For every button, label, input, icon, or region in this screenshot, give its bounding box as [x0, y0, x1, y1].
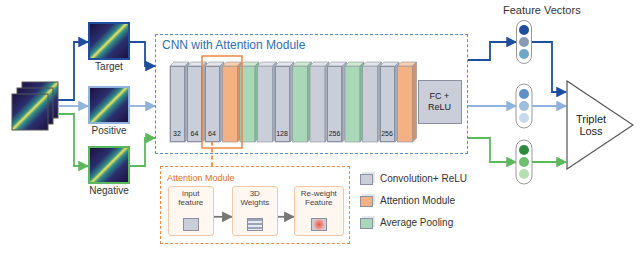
vector-dot — [519, 25, 529, 35]
legend-row: Average Pooling — [360, 216, 453, 230]
connector — [130, 138, 155, 166]
connector — [532, 42, 566, 92]
image-node: Negative — [88, 146, 130, 200]
image-node: Target — [88, 22, 130, 76]
feature-vector — [516, 140, 532, 184]
legend-text: Attention Module — [380, 195, 455, 207]
vector-dot — [519, 37, 529, 47]
vector-heading: Feature Vectors — [503, 4, 581, 17]
conv-layer: 32 — [170, 66, 185, 142]
legend-text: Average Pooling — [380, 217, 453, 229]
image-label: Positive — [78, 124, 140, 138]
module-box: Attention Module input feature 3D Weights R… — [160, 166, 350, 244]
step-icon — [247, 218, 263, 231]
slab-front — [188, 66, 203, 142]
slab-front — [363, 66, 378, 142]
branch-line — [58, 42, 88, 100]
channel-number: 64 — [208, 130, 216, 138]
slab-front — [310, 66, 325, 142]
step-label: input feature — [171, 189, 211, 207]
slab-front — [275, 66, 290, 142]
connector — [468, 42, 516, 60]
fc-label: FC + ReLU — [421, 91, 459, 113]
connector — [214, 216, 232, 218]
module-title: CNN with Attention Module — [156, 37, 311, 53]
highlight-box — [202, 56, 242, 148]
loss-line — [532, 161, 566, 163]
legend-row: Attention Module — [360, 194, 455, 208]
conv-layer: 256 — [380, 66, 395, 142]
branch-line — [58, 114, 88, 166]
slab-front — [380, 66, 395, 142]
slab-front — [258, 66, 273, 142]
conv-layer: 64 — [205, 66, 220, 142]
conv-layer: 128 — [275, 66, 290, 142]
channel-number: 256 — [381, 130, 393, 138]
conv-layer: 256 — [327, 66, 342, 142]
legend-swatch — [360, 196, 373, 207]
heatmap-thumbnail — [88, 22, 130, 60]
module-title: Attention Module — [161, 172, 241, 185]
module-box: CNN with Attention Module 32 64 64 128 256 256… — [155, 34, 468, 154]
heatmap-thumbnail — [88, 86, 130, 124]
feature-vector: Feature Vectors — [516, 20, 532, 64]
connector — [278, 216, 294, 218]
slab-front — [205, 66, 220, 142]
branch-line — [58, 105, 88, 107]
legend-row: Convolution+ ReLU — [360, 172, 467, 186]
output-line — [468, 138, 516, 162]
slab-front — [328, 66, 343, 142]
channel-number: 64 — [191, 130, 199, 138]
loss-triangle: Triplet Loss — [566, 80, 634, 170]
input-stack — [12, 82, 58, 130]
fc-box: FC + ReLU — [418, 80, 462, 124]
channel-number: 32 — [173, 130, 181, 138]
module-step: 3D Weights — [232, 186, 278, 236]
loss-line — [532, 105, 566, 107]
step-icon — [183, 218, 199, 231]
slab-front — [345, 66, 360, 142]
feature-vector — [516, 84, 532, 128]
slab-front — [398, 66, 413, 142]
step-label: Re-weight Feature — [297, 189, 341, 207]
image-label: Negative — [78, 184, 140, 198]
layer-slabs — [170, 62, 417, 142]
heatmap-thumbnail — [88, 146, 130, 184]
image-node: Positive — [88, 86, 130, 140]
vector-dot — [519, 49, 529, 59]
legend-swatch — [360, 218, 373, 229]
connector — [130, 42, 155, 66]
legend-swatch — [360, 174, 373, 185]
slab-front — [223, 66, 238, 142]
triangle-shape — [567, 81, 633, 169]
legend-text: Convolution+ ReLU — [380, 173, 467, 185]
step-icon — [311, 218, 327, 231]
conv-layer: 64 — [187, 66, 202, 142]
step-label: 3D Weights — [235, 189, 275, 207]
module-step: Re-weight Feature — [294, 186, 344, 236]
slab-front — [170, 66, 185, 142]
connector — [130, 105, 155, 107]
channel-number: 128 — [276, 130, 288, 138]
slab-side — [413, 62, 417, 142]
image-label: Target — [78, 60, 140, 74]
slab-front — [293, 66, 308, 142]
channel-number: 256 — [329, 130, 341, 138]
module-step: input feature — [168, 186, 214, 236]
loss-label: Triplet Loss — [570, 113, 612, 137]
output-line — [468, 105, 516, 107]
